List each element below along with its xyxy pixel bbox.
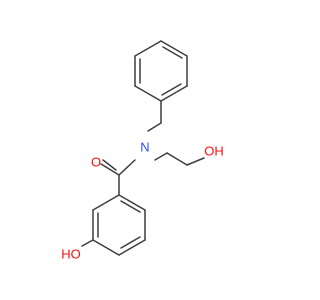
hydroxyphenyl-ring bbox=[92, 194, 146, 256]
bond bbox=[81, 239, 94, 247]
bond bbox=[118, 239, 146, 256]
ring-hydroxyl-label: HO bbox=[61, 247, 81, 262]
bond bbox=[160, 85, 188, 102]
chain-hydroxyl-label: OH bbox=[204, 144, 224, 159]
bond bbox=[166, 152, 188, 166]
molecule-structure-diagram: O N OH HO bbox=[61, 40, 224, 262]
double-bond-inner bbox=[162, 46, 183, 59]
bond bbox=[118, 159, 136, 176]
bond bbox=[186, 157, 205, 166]
carbonyl-oxygen-label: O bbox=[91, 155, 101, 170]
amide-nitrogen-label: N bbox=[140, 140, 149, 155]
bond bbox=[92, 239, 120, 256]
bond bbox=[134, 40, 162, 57]
bond bbox=[134, 85, 162, 102]
carbonyl-bond bbox=[100, 163, 120, 176]
phenyl-ring bbox=[134, 40, 188, 102]
double-bond-inner bbox=[120, 236, 141, 249]
double-bond-inner bbox=[120, 200, 141, 213]
bond bbox=[160, 40, 188, 57]
double-bond-inner bbox=[161, 83, 182, 96]
bond bbox=[118, 194, 146, 211]
bond bbox=[154, 152, 168, 161]
bond bbox=[92, 194, 120, 211]
carbonyl-bond bbox=[102, 159, 117, 171]
bond bbox=[147, 122, 162, 132]
